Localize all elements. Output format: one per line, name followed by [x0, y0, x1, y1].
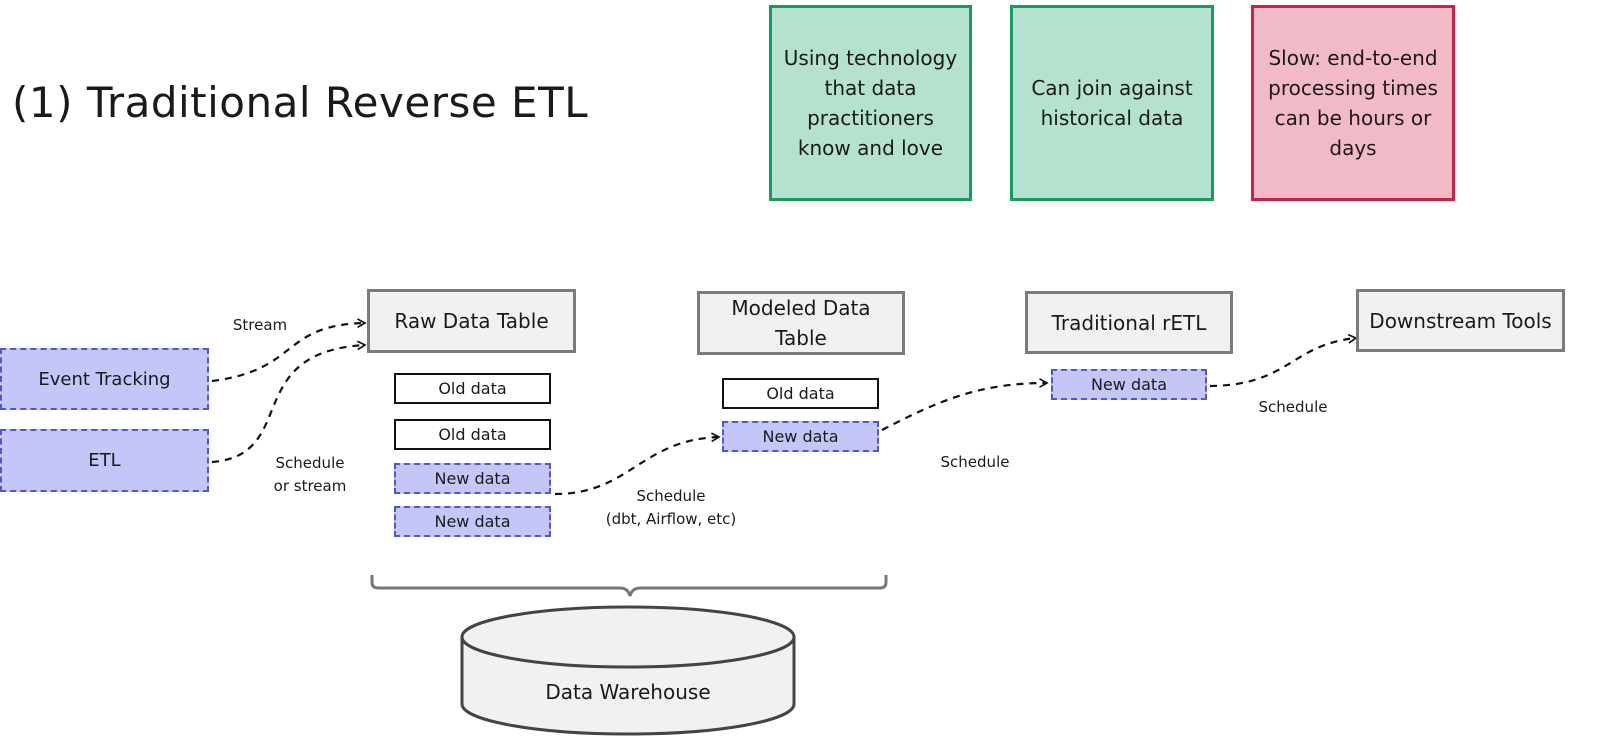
label-schedule-or-stream-1: Schedule — [275, 454, 345, 472]
arrow-retl-to-downstream — [1209, 338, 1356, 388]
note-technology: Using technology that data practitioners… — [769, 5, 972, 201]
label-schedule-dbt-2: (dbt, Airflow, etc) — [605, 510, 737, 528]
page-title: (1) Traditional Reverse ETL — [12, 78, 589, 127]
label-stream: Stream — [232, 316, 288, 334]
data-warehouse-cylinder — [460, 605, 796, 736]
source-event-tracking: Event Tracking — [0, 348, 209, 410]
stage-traditional-retl: Traditional rETL — [1025, 291, 1233, 354]
retl-row-new: New data — [1051, 369, 1207, 400]
arrow-modeled-to-retl — [881, 383, 1047, 431]
raw-row-old-2: Old data — [394, 419, 551, 450]
raw-row-old-1: Old data — [394, 373, 551, 404]
arrow-event-to-raw — [211, 323, 365, 383]
label-schedule-retl: Schedule — [1258, 398, 1328, 416]
label-schedule-modeled: Schedule — [940, 453, 1010, 471]
modeled-row-new: New data — [722, 421, 879, 452]
stage-modeled-data-table: Modeled Data Table — [697, 291, 905, 355]
arrow-etl-to-raw — [211, 345, 365, 464]
label-schedule-or-stream-2: or stream — [273, 477, 347, 495]
note-slow: Slow: end-to-end processing times can be… — [1251, 5, 1455, 201]
stage-downstream-tools: Downstream Tools — [1356, 289, 1565, 352]
source-etl: ETL — [0, 429, 209, 492]
raw-row-new-1: New data — [394, 463, 551, 494]
note-historical: Can join against historical data — [1010, 5, 1214, 201]
label-schedule-dbt-1: Schedule — [636, 487, 706, 505]
warehouse-brace — [370, 575, 888, 597]
stage-raw-data-table: Raw Data Table — [367, 289, 576, 353]
raw-row-new-2: New data — [394, 506, 551, 537]
modeled-row-old: Old data — [722, 378, 879, 409]
data-warehouse-label: Data Warehouse — [545, 680, 711, 704]
